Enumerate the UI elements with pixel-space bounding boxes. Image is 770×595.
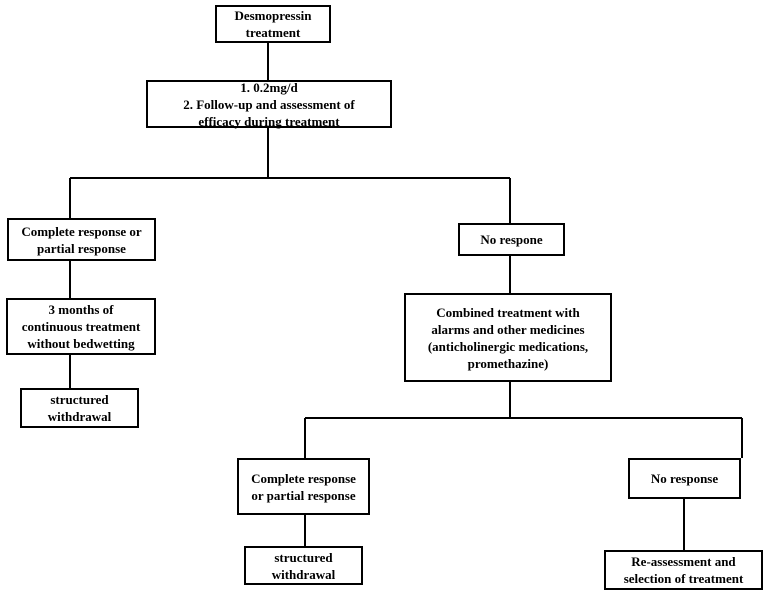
node-no-respone-text: No respone bbox=[480, 232, 543, 247]
node-no-respone: No respone bbox=[458, 223, 565, 256]
node-no-response-text: No response bbox=[650, 471, 719, 486]
node-no-response: No response bbox=[628, 458, 741, 499]
